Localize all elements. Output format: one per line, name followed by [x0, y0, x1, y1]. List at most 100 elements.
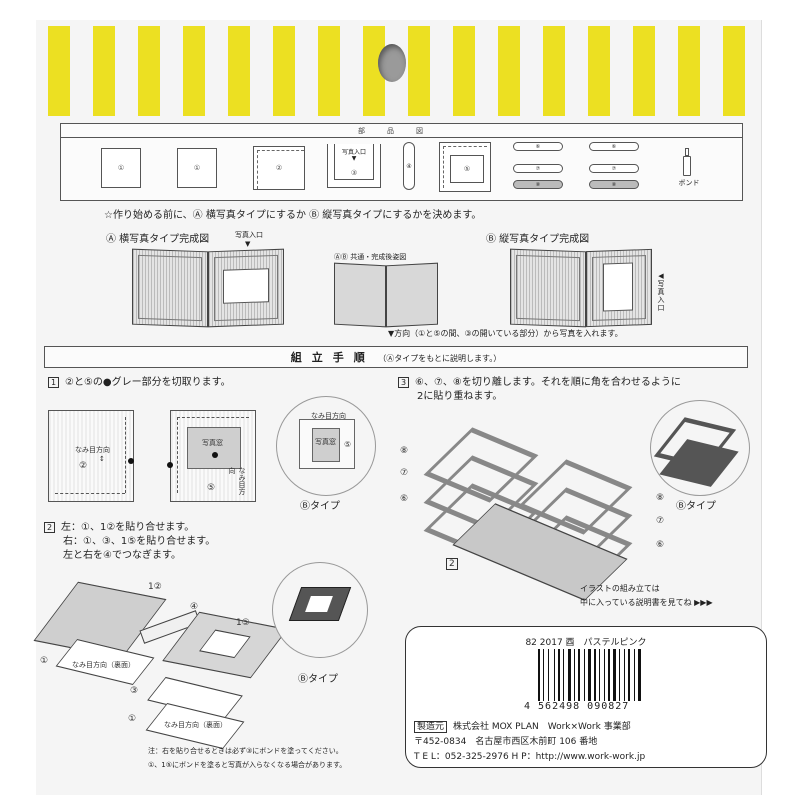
step-text: ②と⑤の●グレー部分を切取ります。 — [65, 377, 231, 388]
barcode-bar — [568, 649, 571, 701]
photo-inlet-label: 写真入口 — [341, 149, 366, 156]
inlet-label: 写真入口 — [235, 231, 263, 239]
maker-tag: 製造元 — [414, 721, 448, 733]
barcode-bar — [558, 649, 560, 701]
yellow-stripe — [543, 26, 565, 116]
grain-direction-label: なみ目方向 — [228, 467, 246, 495]
panel-frame — [138, 254, 202, 322]
part-label: ⑧ — [656, 493, 665, 503]
barcode-bar — [574, 649, 575, 701]
barcode-bar — [628, 649, 630, 701]
barcode-bar — [634, 649, 635, 701]
assembly-subtitle: （Ⓐタイプをもとに説明します。） — [378, 354, 502, 363]
step-number: 2 — [44, 521, 55, 533]
grain-direction-label: なみ目方向 — [75, 446, 110, 454]
part-label: ⑥ — [611, 143, 617, 150]
photo-window-portrait — [603, 262, 633, 312]
assembly-title: 組立手順 — [290, 351, 375, 364]
barcode-bar — [548, 649, 549, 701]
yellow-stripe — [408, 26, 430, 116]
part-label: ⑦ — [611, 165, 617, 172]
panel-frame — [516, 254, 580, 322]
part-label: ⑦ — [535, 165, 541, 172]
yellow-stripe — [228, 26, 250, 116]
yellow-stripe — [633, 26, 655, 116]
part-3: 写真入口 ▼ ③ — [327, 144, 381, 188]
step-number: 3 — [398, 376, 409, 388]
type-selection-notice: ☆作り始める前に、Ⓐ 横写真タイプにするか Ⓑ 縦写真タイプにするかを決めます。 — [104, 210, 482, 221]
b-type-frame — [288, 587, 352, 621]
down-triangle-icon: ▼ — [245, 240, 251, 248]
glue-cap-icon — [685, 148, 689, 156]
barcode — [538, 649, 658, 701]
part-4: ④ — [403, 142, 415, 190]
maker-contact: T E L：052-325-2976 H P：http://www.work-w… — [414, 752, 646, 762]
barcode-bar — [584, 649, 585, 701]
barcode-bar — [554, 649, 555, 701]
note-line: イラストの組み立ては — [580, 584, 660, 593]
step-line: 右：①、③、1⑤を貼り合せます。 — [63, 536, 216, 547]
left-triangle-icon: ◀ — [658, 272, 664, 280]
barcode-bar — [624, 649, 625, 701]
part-label: ⑤ — [463, 165, 471, 173]
cut-dot-icon — [128, 458, 134, 464]
part-label: ① — [128, 714, 137, 724]
grain-direction-label: なみ目方向（裏面） — [72, 661, 135, 669]
barcode-number: 4 562498 090827 — [524, 701, 630, 712]
barcode-bar — [588, 649, 591, 701]
barcode-bar — [604, 649, 605, 701]
bar-8-left: ⑧ — [513, 180, 563, 189]
barcode-bar — [543, 649, 544, 701]
step-1: 1 ②と⑤の●グレー部分を切取ります。 — [48, 376, 231, 390]
part-5-window: ⑤ — [450, 155, 484, 183]
part-5: ⑤ — [439, 142, 491, 192]
maker-address: 〒452-0834 名古屋市西区木前町 106 番地 — [414, 737, 598, 747]
part-label: 1② — [148, 582, 162, 592]
photo-window — [305, 596, 333, 612]
yellow-stripe — [453, 26, 475, 116]
product-label: 82 2017 酉 パステルピンク 4 562498 090827 製造元株式会… — [405, 626, 767, 768]
back-view-left — [334, 262, 386, 328]
inlet-label: 写真入口 — [657, 280, 665, 312]
bar-8-right: ⑧ — [589, 180, 639, 189]
part-label: 2 — [446, 558, 458, 570]
note-line: ①、1⑤にボンドを塗ると写真が入らなくなる場合があります。 — [148, 761, 347, 769]
part-label: ⑤ — [207, 483, 216, 493]
step-line: ⑥、⑦、⑧を切り離します。それを順に角を合わせるように — [415, 377, 681, 388]
vertical-arrow-icon: ↕ — [99, 455, 105, 463]
bond-label: ボンド — [678, 179, 700, 187]
maker-name: 株式会社 MOX PLAN Work×Work 事業部 — [453, 722, 631, 732]
part-label: ⑥ — [400, 494, 409, 504]
type-a-heading: Ⓐ 横写真タイプ完成図 — [106, 234, 210, 245]
step-line: 左と右を④でつなぎます。 — [63, 550, 181, 561]
yellow-stripe — [318, 26, 340, 116]
photo-window-area: 写真窓 — [312, 428, 340, 462]
barcode-bar — [619, 649, 620, 701]
part-label: ⑦ — [656, 516, 665, 526]
type-a-right-panel — [208, 248, 284, 328]
cut-line — [443, 146, 487, 188]
type-a-photo-inlet: 写真入口▼ — [235, 230, 263, 248]
step2-b-type-detail — [272, 562, 368, 658]
part-1a: ① — [101, 148, 141, 188]
type-b-right-panel — [586, 248, 652, 328]
type-b-photo-inlet: ◀写真入口 — [656, 272, 666, 312]
bar-7-left: ⑦ — [513, 164, 563, 173]
down-triangle-icon: ▼ — [351, 155, 357, 162]
step1-part-2: なみ目方向 ② ↕ — [48, 410, 134, 502]
yellow-stripe — [138, 26, 160, 116]
step1-b-type-detail: なみ目方向 写真窓 ⑤ — [276, 396, 376, 496]
note-line: 中に入っている説明書を見てね ▶▶▶ — [580, 598, 713, 607]
cut-line — [177, 417, 249, 418]
yellow-stripe-header — [48, 26, 753, 116]
photo-window-area: 写真窓 — [187, 427, 241, 469]
part-label: ⑥ — [535, 143, 541, 150]
part-label: ④ — [190, 602, 199, 612]
yellow-stripe — [183, 26, 205, 116]
b-type-label: Ⓑタイプ — [676, 501, 716, 512]
step-number: 1 — [48, 376, 59, 388]
bar-6-left: ⑥ — [513, 142, 563, 151]
part-label: ④ — [406, 162, 412, 170]
cut-line — [55, 493, 125, 494]
